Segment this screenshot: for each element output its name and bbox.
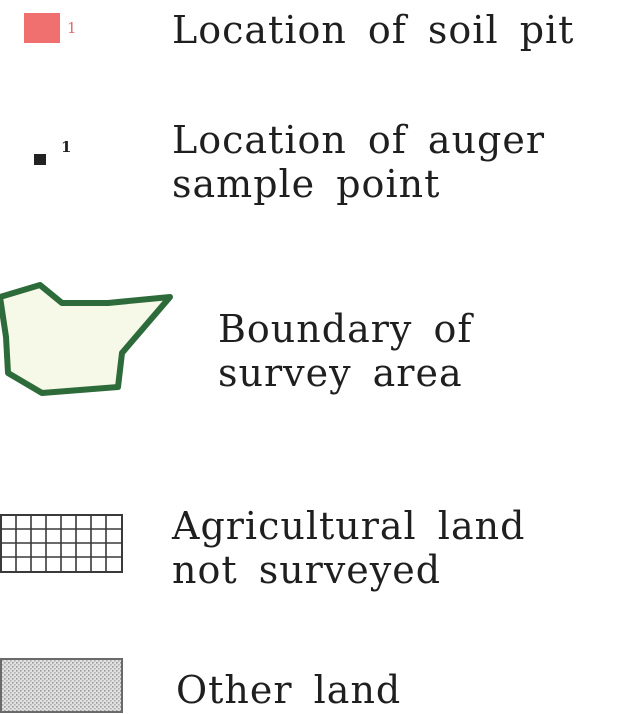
soil-pit-square-icon <box>24 13 60 43</box>
agricultural-label-line1: Agricultural land <box>172 504 526 548</box>
boundary-label-line1: Boundary of <box>218 307 473 351</box>
agricultural-label: Agricultural land not surveyed <box>172 504 525 592</box>
grid-hatch-icon <box>0 514 123 573</box>
boundary-polygon-icon <box>0 282 173 396</box>
legend-item-boundary: Boundary of survey area <box>0 275 642 405</box>
boundary-label-line2: survey area <box>218 351 463 395</box>
auger-label-line1: Location of auger <box>172 118 546 162</box>
legend-item-auger: 1 Location of auger sample point <box>0 110 642 210</box>
auger-label: Location of auger sample point <box>172 118 545 206</box>
auger-label-line2: sample point <box>172 162 441 206</box>
auger-point-icon <box>34 154 46 165</box>
other-land-label: Other land <box>176 668 402 712</box>
soil-pit-label: Location of soil pit <box>172 8 575 52</box>
boundary-label: Boundary of survey area <box>218 307 472 395</box>
legend-item-other: Other land <box>0 650 642 714</box>
legend-item-soil-pit: 1 Location of soil pit <box>0 0 642 60</box>
auger-marker: 1 <box>61 138 72 156</box>
legend-item-agricultural: Agricultural land not surveyed <box>0 500 642 600</box>
soil-pit-marker: 1 <box>67 19 77 37</box>
stipple-fill-icon <box>0 658 123 713</box>
agricultural-label-line2: not surveyed <box>172 548 442 592</box>
